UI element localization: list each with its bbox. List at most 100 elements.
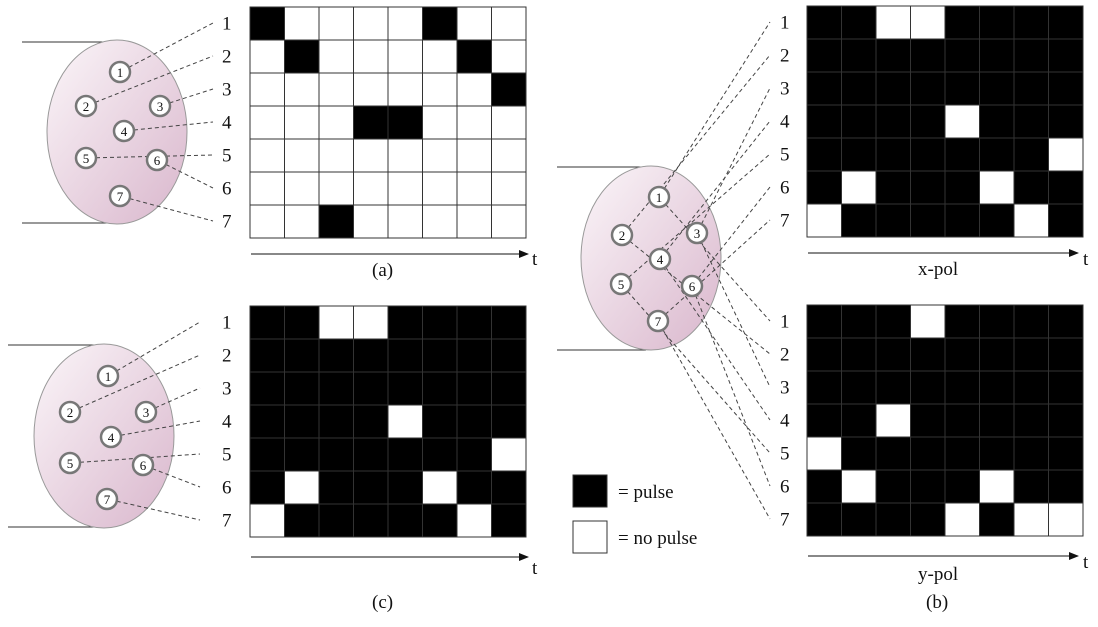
- panel-c-core-2-label: 2: [67, 405, 74, 420]
- panel-c-leader-1: [116, 321, 201, 372]
- panel-a-row-label-1: 1: [222, 14, 232, 35]
- fiber-a: [22, 39, 188, 225]
- panel-c-core-1-label: 1: [105, 369, 112, 384]
- panel-b-core-2-circle: [610, 223, 634, 247]
- grid-c-cell-r1-c7: [456, 305, 492, 340]
- grid-a-cell-r4-c4: [353, 105, 389, 140]
- grid-a-cell-r7-c5: [387, 204, 423, 239]
- grid-c-cell-r7-c5: [387, 503, 423, 538]
- grid-c-cell-r1-c2: [284, 305, 320, 340]
- grid-c-cell-r1-c3: [318, 305, 354, 340]
- panel-c-core-6-circle: [131, 453, 155, 477]
- grid-a-cell-r7-c7: [456, 204, 492, 239]
- y-pol-row-label-4: 4: [780, 411, 790, 432]
- grid-x-pol-cell-r4-c5: [944, 104, 980, 139]
- grid-y-pol-cell-r3-c7: [1013, 370, 1049, 405]
- grid-x-pol-cell-r2-c4: [910, 38, 946, 73]
- panel-a-row-label-3: 3: [222, 80, 232, 101]
- grid-a-cell-r6-c2: [284, 171, 320, 206]
- panel-c-leader-7: [116, 500, 201, 521]
- grid-c-cell-r4-c1: [249, 404, 285, 439]
- grid-y-pol-cell-r6-c3: [875, 469, 911, 504]
- grid-y-pol-cell-r7-c4: [910, 502, 946, 537]
- grid-y-pol-cell-r1-c6: [979, 304, 1015, 339]
- grid-c-cell-r4-c2: [284, 404, 320, 439]
- grid-x-pol-cell-r6-c7: [1013, 170, 1049, 205]
- grid-a-cell-r3-c5: [387, 72, 423, 107]
- grid-y-pol-cell-r4-c5: [944, 403, 980, 438]
- grid-x-pol-cell-r6-c4: [910, 170, 946, 205]
- panel-a-leader-3: [169, 88, 214, 104]
- y-pol-leader-1: [665, 204, 771, 322]
- panel-a-core-6-circle: [145, 148, 169, 172]
- grid-x-pol-cell-r1-c2: [841, 5, 877, 40]
- grid-y-pol-cell-r5-c1: [806, 436, 842, 471]
- grid-x-pol-cell-r1-c3: [875, 5, 911, 40]
- grid-a-cell-r5-c1: [249, 138, 285, 173]
- grid-y-pol-cell-r7-c5: [944, 502, 980, 537]
- grid-a-cell-r6-c7: [456, 171, 492, 206]
- grid-x-pol-cell-r5-c5: [944, 137, 980, 172]
- panel-c-row-label-6: 6: [222, 478, 232, 499]
- grid-y-pol-cell-r4-c7: [1013, 403, 1049, 438]
- legend-pulse-swatch: [572, 474, 608, 508]
- grid-y-pol-cell-r1-c2: [841, 304, 877, 339]
- grid-y-pol-cell-r6-c8: [1048, 469, 1084, 504]
- grid-a-cell-r7-c8: [491, 204, 527, 239]
- grid-a-cell-r5-c2: [284, 138, 320, 173]
- grid-a-cell-r6-c8: [491, 171, 527, 206]
- caption-c: (c): [372, 592, 393, 613]
- grid-x-pol-cell-r3-c8: [1048, 71, 1084, 106]
- grid-a-cell-r5-c6: [422, 138, 458, 173]
- grid-c-cell-r1-c5: [387, 305, 423, 340]
- panel-a-core-4-label: 4: [121, 124, 128, 139]
- grid-c-cell-r2-c4: [353, 338, 389, 373]
- grid-y-pol-cell-r7-c7: [1013, 502, 1049, 537]
- grid-x-pol-cell-r4-c3: [875, 104, 911, 139]
- grid-c-cell-r3-c4: [353, 371, 389, 406]
- legend-pulse-label: = pulse: [618, 482, 674, 503]
- grid-x-pol-cell-r2-c8: [1048, 38, 1084, 73]
- y-pol-leader-6: [695, 295, 771, 487]
- grid-y-pol-cell-r3-c3: [875, 370, 911, 405]
- panel-a-core-1-circle: [108, 60, 132, 84]
- grid-x-pol-cell-r1-c6: [979, 5, 1015, 40]
- grid-a-cell-r3-c6: [422, 72, 458, 107]
- grid-x-pol-cell-r2-c1: [806, 38, 842, 73]
- grid-x-pol-cell-r5-c1: [806, 137, 842, 172]
- grid-x-pol-cell-r6-c6: [979, 170, 1015, 205]
- grid-c-cell-r4-c6: [422, 404, 458, 439]
- legend-no-pulse-label: = no pulse: [618, 528, 697, 549]
- grid-c-cell-r7-c3: [318, 503, 354, 538]
- panel-c-row-label-5: 5: [222, 445, 232, 466]
- panel-c-core-3-label: 3: [143, 405, 150, 420]
- grid-y-pol-cell-r6-c5: [944, 469, 980, 504]
- panel-b-core-6-label: 6: [689, 279, 696, 294]
- grid-y-pol-cell-r5-c2: [841, 436, 877, 471]
- y-pol-row-label-3: 3: [780, 378, 790, 399]
- panel-b-core-3-circle: [685, 221, 709, 245]
- grid-y-pol-cell-r4-c3: [875, 403, 911, 438]
- panel-a-row-label-7: 7: [222, 212, 232, 233]
- grid-c-cell-r5-c2: [284, 437, 320, 472]
- panel-b-core-1-label: 1: [656, 190, 663, 205]
- grid-c-cell-r1-c8: [491, 305, 527, 340]
- grid-a-cell-r2-c2: [284, 39, 320, 74]
- grid-c-cell-r4-c4: [353, 404, 389, 439]
- panel-c-leader-5: [79, 453, 201, 463]
- grid-x-pol-cell-r4-c1: [806, 104, 842, 139]
- grid-a-cell-r3-c3: [318, 72, 354, 107]
- grid-a-cell-r1-c1: [249, 6, 285, 41]
- grid-a-cell-r1-c4: [353, 6, 389, 41]
- grid-c-cell-r3-c6: [422, 371, 458, 406]
- grid-c-cell-r3-c7: [456, 371, 492, 406]
- panel-c-row-label-2: 2: [222, 346, 232, 367]
- grid-a-cell-r1-c6: [422, 6, 458, 41]
- caption-b: (b): [926, 592, 948, 613]
- grid-c-cell-r5-c8: [491, 437, 527, 472]
- grid-a-cell-r4-c2: [284, 105, 320, 140]
